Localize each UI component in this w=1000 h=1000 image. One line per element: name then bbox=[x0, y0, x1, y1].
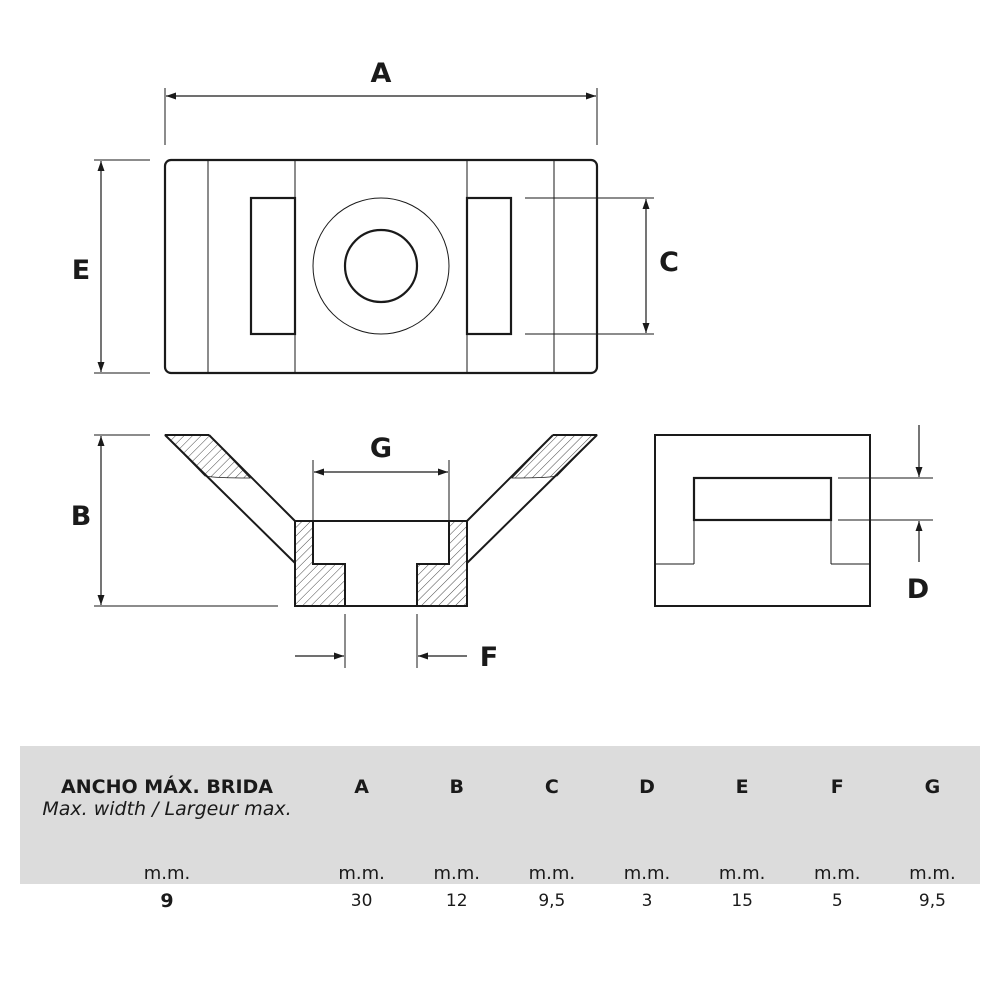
label-a: A bbox=[371, 58, 392, 89]
dimension-f bbox=[295, 614, 467, 668]
unit-f: m.m. bbox=[789, 834, 885, 884]
value-g: 9,5 bbox=[918, 891, 946, 911]
table-row: 9 30 12 9,5 3 15 5 9,5 bbox=[20, 884, 980, 918]
header-subtitle: Max. width / Largeur max. bbox=[20, 798, 314, 834]
label-d: D bbox=[907, 574, 929, 605]
dimension-g bbox=[312, 460, 450, 521]
col-header-d: D bbox=[599, 746, 695, 798]
col-header-c: C bbox=[504, 746, 600, 798]
unit-g: m.m. bbox=[884, 834, 980, 884]
dimension-a bbox=[164, 88, 598, 145]
dimension-d bbox=[838, 425, 933, 562]
value-e: 15 bbox=[731, 891, 753, 911]
unit-e: m.m. bbox=[694, 834, 790, 884]
dimension-e bbox=[94, 159, 150, 374]
label-g: G bbox=[370, 433, 392, 464]
label-f: F bbox=[480, 642, 498, 673]
value-a: 30 bbox=[350, 891, 373, 911]
value-c: 9,5 bbox=[538, 891, 566, 911]
table-header-row: ANCHO MÁX. BRIDA A B C D E F G bbox=[20, 746, 980, 798]
value-b: 12 bbox=[445, 891, 468, 911]
col-header-a: A bbox=[314, 746, 410, 798]
col-header-b: B bbox=[409, 746, 505, 798]
technical-drawing: A E C B bbox=[71, 58, 933, 673]
top-view bbox=[163, 158, 599, 375]
dimension-c bbox=[525, 197, 654, 335]
table-units-row: m.m. m.m. m.m. m.m. m.m. m.m. m.m. m.m. bbox=[20, 834, 980, 884]
col-header-e: E bbox=[694, 746, 790, 798]
col-header-g: G bbox=[884, 746, 980, 798]
spec-table: ANCHO MÁX. BRIDA A B C D E F G Max. widt… bbox=[20, 746, 980, 918]
unit-b: m.m. bbox=[409, 834, 505, 884]
col-header-f: F bbox=[789, 746, 885, 798]
table-subtitle-row: Max. width / Largeur max. bbox=[20, 798, 980, 834]
unit-a: m.m. bbox=[314, 834, 410, 884]
label-c: C bbox=[659, 247, 679, 278]
value-max-width: 9 bbox=[160, 890, 174, 912]
header-title: ANCHO MÁX. BRIDA bbox=[20, 746, 314, 798]
unit-c: m.m. bbox=[504, 834, 600, 884]
dimension-b bbox=[94, 434, 278, 607]
front-section-view bbox=[164, 434, 598, 607]
unit-first: m.m. bbox=[20, 834, 314, 884]
unit-d: m.m. bbox=[599, 834, 695, 884]
label-b: B bbox=[71, 501, 92, 532]
value-f: 5 bbox=[831, 891, 843, 911]
side-view bbox=[654, 434, 871, 607]
value-d: 3 bbox=[641, 891, 653, 911]
label-e: E bbox=[72, 255, 90, 286]
